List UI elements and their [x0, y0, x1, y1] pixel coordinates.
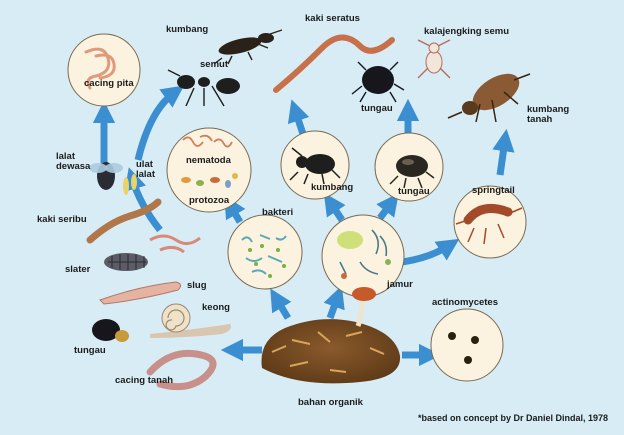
tungau-top-illustration	[351, 61, 405, 103]
label-semut: semut	[200, 59, 228, 70]
label-ulat-lalat: ulat lalat	[136, 159, 156, 180]
arrow-organik-to-jamur	[323, 285, 345, 320]
kalajengking-semu-illustration	[417, 39, 451, 79]
label-springtail: springtail	[472, 185, 515, 196]
label-keong: keong	[202, 302, 230, 313]
tungau-bottom-illustration	[92, 319, 129, 342]
worms-near-bakteri	[149, 234, 201, 254]
label-tungau-top: tungau	[361, 103, 393, 114]
label-tungau-bottom: tungau	[74, 345, 106, 356]
arrow-to-kumbang-tanah	[492, 128, 515, 176]
cacing-tanah-illustration	[146, 349, 217, 391]
circle-springtail	[453, 185, 527, 259]
kaki-seratus-illustration	[273, 34, 395, 93]
keong-illustration	[150, 303, 231, 338]
label-nematoda: nematoda	[186, 155, 231, 166]
label-kumbang-mid: kumbang	[311, 182, 354, 193]
label-cacing-pita: cacing pita	[84, 78, 134, 89]
arrows	[92, 85, 515, 367]
label-lalat-dewasa: lalat dewasa	[56, 151, 91, 172]
label-kaki-seribu: kaki seribu	[37, 214, 87, 225]
arrow-to-semut	[134, 85, 185, 161]
label-cacing-tanah: cacing tanah	[115, 375, 174, 386]
circle-jamur	[321, 214, 405, 298]
lalat-dewasa-illustration	[89, 162, 123, 190]
label-kalajengking-semu: kalajengking semu	[424, 26, 510, 37]
organic-matter-illustration	[261, 287, 401, 384]
footnote-source: *based on concept by Dr Daniel Dindal, 1…	[418, 413, 609, 423]
ulat-lalat-illustration	[123, 174, 137, 195]
circle-nematoda-protozoa	[166, 127, 252, 213]
label-jamur: jamur	[387, 279, 413, 290]
label-bahan-organik: bahan organik	[298, 397, 363, 408]
arrow-bakteri-to-nematoda	[224, 195, 246, 224]
slug-illustration	[99, 281, 182, 305]
label-kaki-seratus: kaki seratus	[305, 13, 360, 24]
arrow-jamur-to-kumbang	[323, 192, 346, 222]
label-slater: slater	[65, 264, 91, 275]
circle-bakteri	[227, 214, 303, 290]
label-slug: slug	[187, 280, 207, 291]
circle-cacing-pita	[67, 33, 141, 107]
kaki-seribu-illustration	[86, 198, 162, 244]
label-actinomycetes: actinomycetes	[432, 297, 499, 308]
label-protozoa: protozoa	[189, 195, 230, 206]
arrow-organik-to-bakteri	[270, 288, 292, 320]
label-kumbang-top: kumbang	[166, 24, 209, 35]
arrow-jamur-to-springtail	[401, 238, 460, 266]
circle-kumbang	[280, 130, 350, 200]
kumbang-top-illustration	[213, 29, 283, 65]
label-kumbang-tanah: kumbang tanah	[527, 104, 570, 125]
kumbang-tanah-illustration	[447, 73, 531, 123]
arrow-jamur-to-tungau	[376, 193, 399, 221]
label-bakteri: bakteri	[262, 207, 294, 218]
circle-actinomycetes	[430, 308, 504, 382]
slater-illustration	[104, 253, 148, 271]
label-tungau-mid: tungau	[398, 186, 430, 197]
circle-tungau-mid	[374, 132, 444, 202]
semut-illustration	[167, 69, 240, 107]
